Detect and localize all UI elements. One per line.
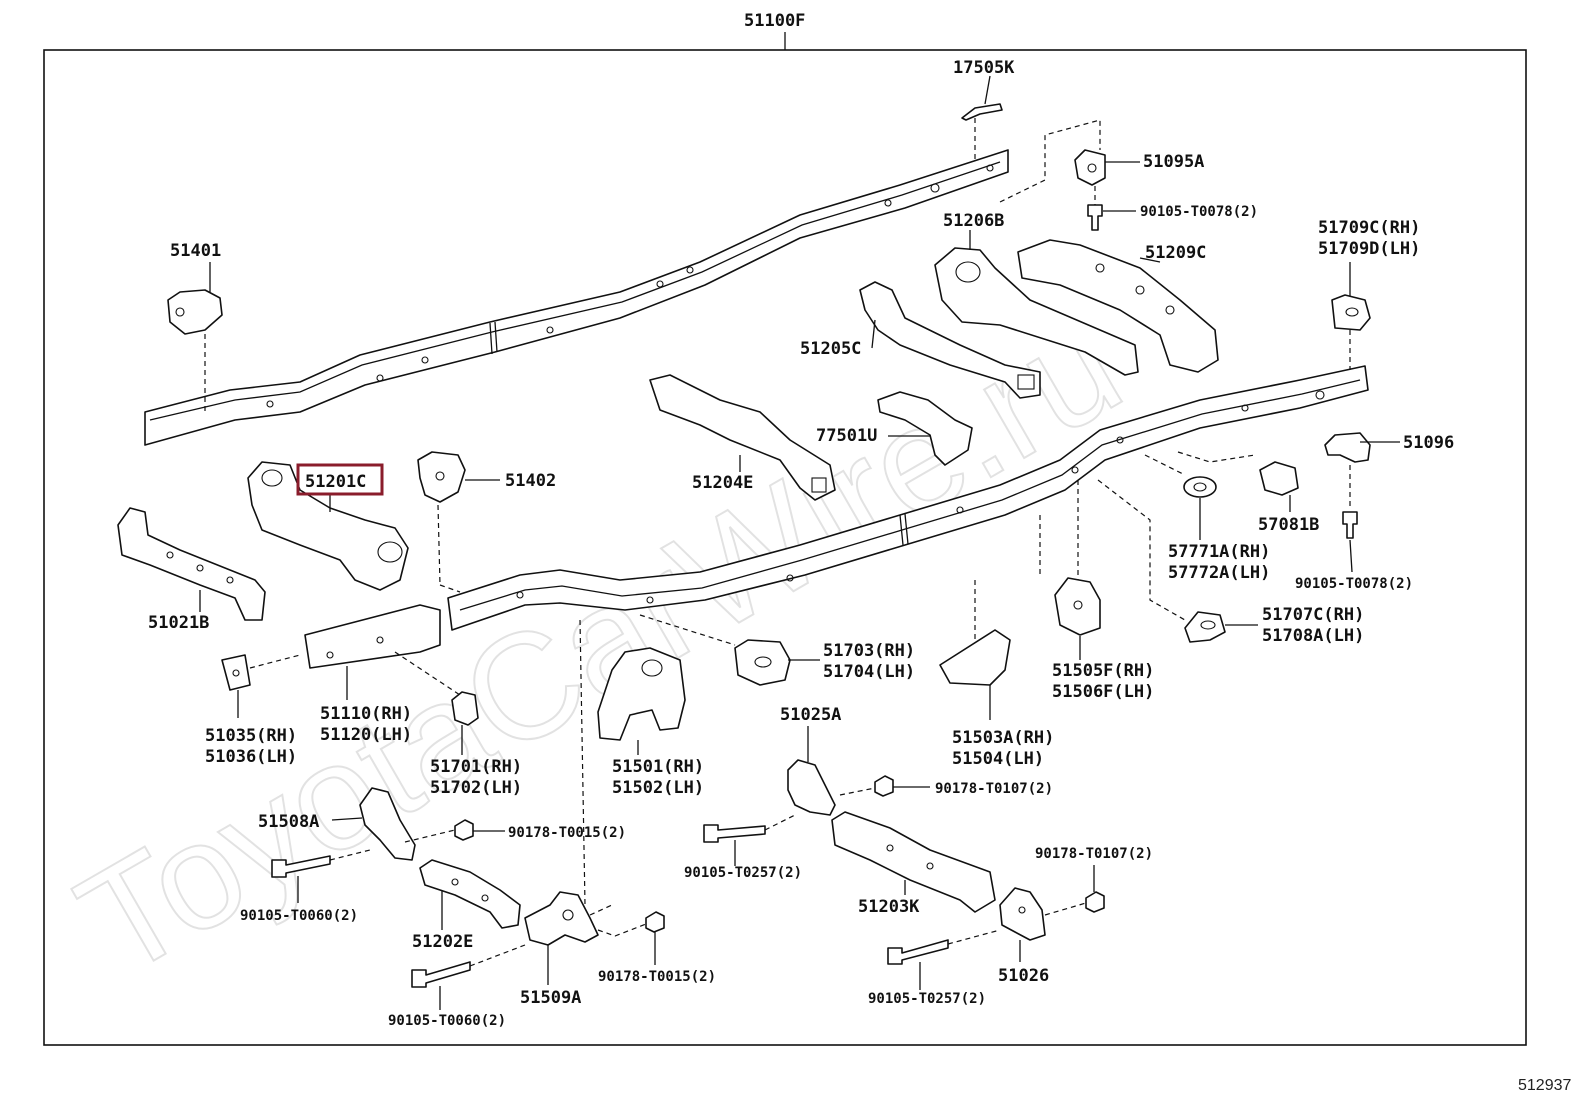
- label-51501[interactable]: 51501(RH): [612, 757, 704, 777]
- label-51204E[interactable]: 51204E: [692, 473, 753, 493]
- label-77501U[interactable]: 77501U: [816, 426, 877, 446]
- part-51035-plate: [221, 654, 251, 718]
- label-90105-T0257-b[interactable]: 90105-T0257(2): [868, 991, 986, 1007]
- label-90178-T0015-b[interactable]: 90178-T0015(2): [598, 969, 716, 985]
- label-51206B[interactable]: 51206B: [943, 211, 1004, 231]
- label-57771A[interactable]: 57771A(RH): [1168, 542, 1270, 562]
- part-51707C-bracket: [1097, 479, 1258, 643]
- label-51707C[interactable]: 51707C(RH): [1262, 605, 1364, 625]
- part-51021B-crossmember: [117, 507, 266, 621]
- label-90105-T0078-top[interactable]: 90105-T0078(2): [1140, 204, 1258, 220]
- label-51504[interactable]: 51504(LH): [952, 749, 1044, 769]
- label-51035[interactable]: 51035(RH): [205, 726, 297, 746]
- part-51401-bracket: [167, 262, 223, 415]
- label-51701[interactable]: 51701(RH): [430, 757, 522, 777]
- label-51709D[interactable]: 51709D(LH): [1318, 239, 1420, 259]
- right-frame-rail: [447, 365, 1369, 631]
- label-51203K[interactable]: 51203K: [858, 897, 920, 917]
- part-51201C-crossmember: [247, 461, 409, 591]
- highlight-51201C: [296, 463, 384, 496]
- label-57772A[interactable]: 57772A(LH): [1168, 563, 1270, 583]
- part-51025A-bracket: [703, 726, 930, 866]
- label-51205C[interactable]: 51205C: [800, 339, 861, 359]
- part-51703-bracket: [639, 614, 820, 686]
- label-51120[interactable]: 51120(LH): [320, 725, 412, 745]
- label-51702[interactable]: 51702(LH): [430, 778, 522, 798]
- part-51209C-crossmember: [1017, 239, 1219, 373]
- label-17505K[interactable]: 17505K: [953, 58, 1015, 78]
- part-57771A-bumper: [1144, 454, 1217, 540]
- label-51026[interactable]: 51026: [998, 966, 1049, 986]
- label-51095A[interactable]: 51095A: [1143, 152, 1204, 172]
- label-51503A[interactable]: 51503A(RH): [952, 728, 1054, 748]
- part-51110-extension: [249, 604, 461, 700]
- part-51402-bracket: [417, 451, 500, 593]
- label-51508A[interactable]: 51508A: [258, 812, 319, 832]
- part-51026-bracket: [887, 865, 1105, 990]
- label-51502[interactable]: 51502(LH): [612, 778, 704, 798]
- label-57081B[interactable]: 57081B: [1258, 515, 1319, 535]
- label-51036[interactable]: 51036(LH): [205, 747, 297, 767]
- part-51203K-crossmember: [831, 811, 996, 913]
- label-51110[interactable]: 51110(RH): [320, 704, 412, 724]
- label-90178-T0107-low[interactable]: 90178-T0107(2): [1035, 846, 1153, 862]
- label-51506F[interactable]: 51506F(LH): [1052, 682, 1154, 702]
- part-51508A-bracket: [271, 787, 505, 903]
- label-90178-T0015-a[interactable]: 90178-T0015(2): [508, 825, 626, 841]
- label-51401[interactable]: 51401: [170, 241, 221, 261]
- label-90105-T0060-b[interactable]: 90105-T0060(2): [388, 1013, 506, 1029]
- label-90105-T0257-a[interactable]: 90105-T0257(2): [684, 865, 802, 881]
- part-17505K-clip: [961, 75, 1003, 160]
- part-51709C-bracket: [1331, 262, 1371, 370]
- label-51201C[interactable]: 51201C: [305, 472, 366, 492]
- label-51703[interactable]: 51703(RH): [823, 641, 915, 661]
- part-51509A-bracket: [411, 891, 665, 1010]
- label-51709C[interactable]: 51709C(RH): [1318, 218, 1420, 238]
- part-51096-bracket: [1324, 432, 1400, 573]
- label-51505F[interactable]: 51505F(RH): [1052, 661, 1154, 681]
- label-51708A[interactable]: 51708A(LH): [1262, 626, 1364, 646]
- label-51704[interactable]: 51704(LH): [823, 662, 915, 682]
- label-51402[interactable]: 51402: [505, 471, 556, 491]
- label-51025A[interactable]: 51025A: [780, 705, 841, 725]
- label-90105-T0078-right[interactable]: 90105-T0078(2): [1295, 576, 1413, 592]
- part-57081B-cushion: [1177, 451, 1299, 512]
- label-51021B[interactable]: 51021B: [148, 613, 209, 633]
- part-51503A-bracket: [939, 515, 1041, 720]
- part-51206B-crossmember: [934, 230, 1139, 376]
- assembly-label[interactable]: 51100F: [744, 11, 805, 31]
- part-51505F-bracket: [1054, 480, 1101, 660]
- label-51096[interactable]: 51096: [1403, 433, 1454, 453]
- part-51202E-crossmember: [419, 859, 521, 930]
- label-51202E[interactable]: 51202E: [412, 932, 473, 952]
- part-51501-bracket: [579, 619, 686, 906]
- label-51209C[interactable]: 51209C: [1145, 243, 1206, 263]
- label-90178-T0107-mid[interactable]: 90178-T0107(2): [935, 781, 1053, 797]
- left-frame-rail: [144, 149, 1009, 446]
- part-51095A-bracket: [999, 119, 1140, 231]
- part-51205C-crossmember: [859, 281, 1041, 399]
- part-51204E-crossmember: [649, 374, 836, 501]
- diagram-id: 512937: [1518, 1077, 1571, 1094]
- part-51701-bracket: [451, 691, 479, 755]
- label-51509A[interactable]: 51509A: [520, 988, 581, 1008]
- part-77501U-bracket: [877, 391, 973, 466]
- label-90105-T0060-a[interactable]: 90105-T0060(2): [240, 908, 358, 924]
